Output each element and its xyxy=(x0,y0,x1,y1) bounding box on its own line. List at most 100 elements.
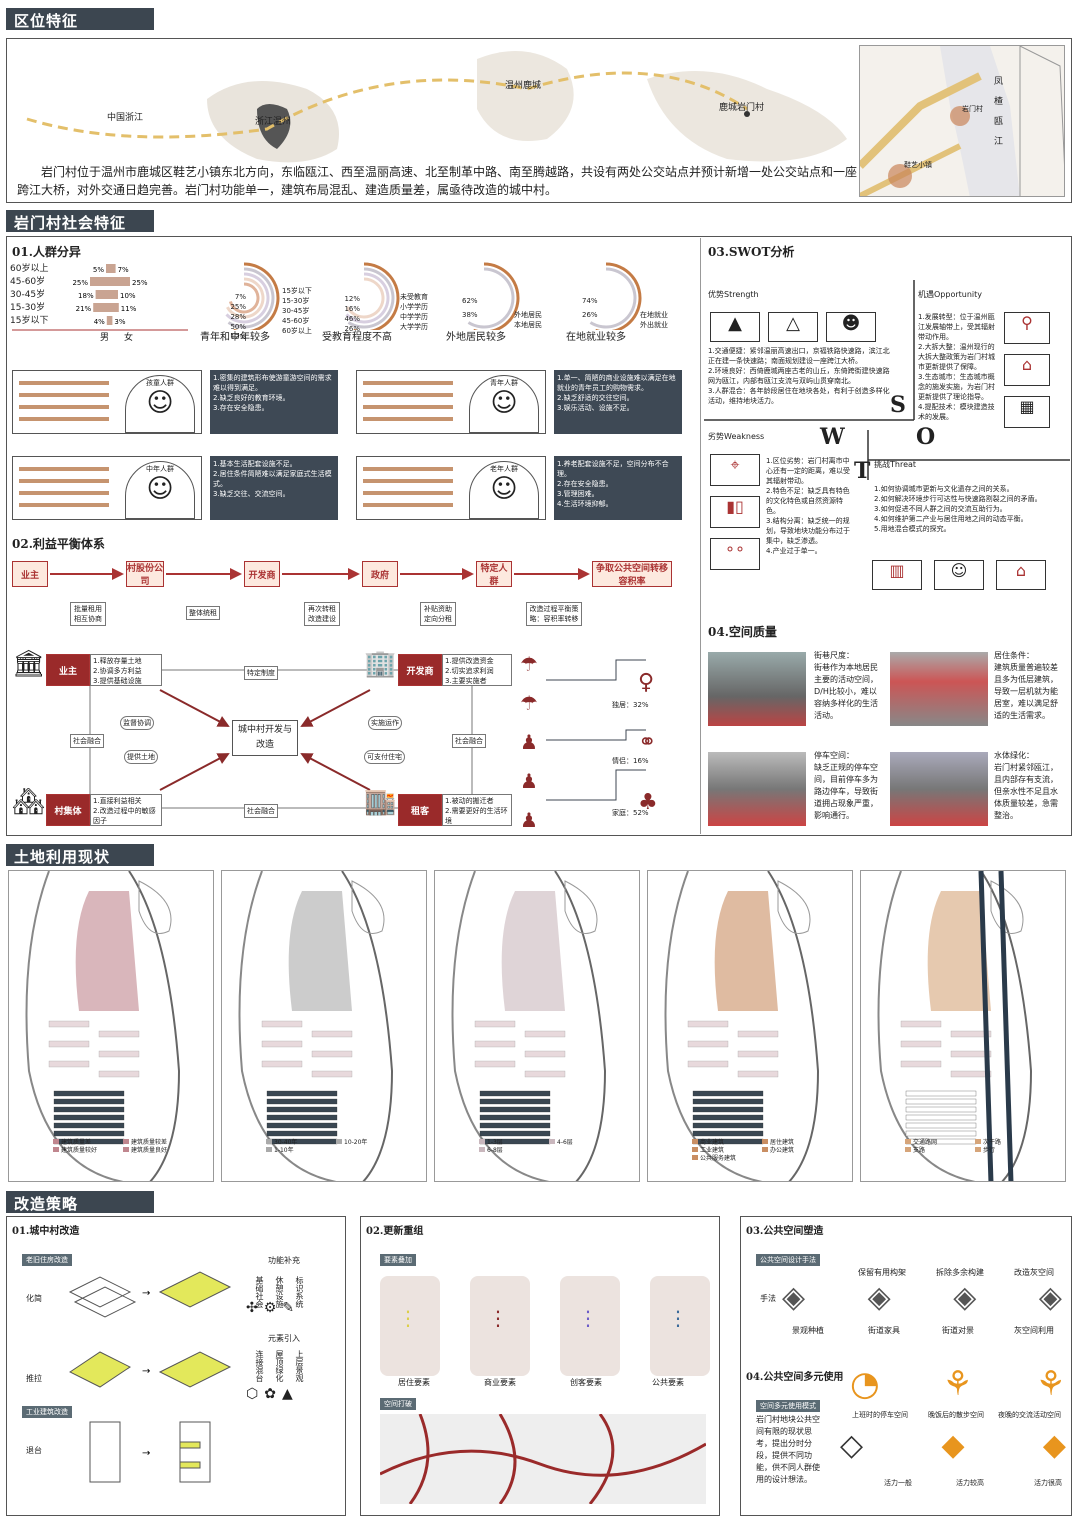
multi-use-text: 岩门村地块公共空间有限的现状思考，提出分时分段，提供不同功能，供不同人群使用的设… xyxy=(756,1415,820,1484)
place-label: 鹿城岩门村 xyxy=(719,103,765,113)
pyramid-bar-female xyxy=(110,290,118,299)
activity-icons: ◇◆◆ xyxy=(840,1428,1066,1463)
age-label: 60岁以上 xyxy=(10,264,49,274)
elem-item: 连接混台 xyxy=(255,1350,264,1382)
pyramid-bar-male xyxy=(93,303,110,312)
swot-threat-head: 挑战Threat xyxy=(874,460,917,469)
donut-chart xyxy=(345,262,400,330)
activity-level: 活力很高 xyxy=(1034,1479,1062,1487)
swot-letter-s: S xyxy=(890,392,906,418)
pyramid-bar-female xyxy=(110,303,119,312)
func-item: 基础社会 xyxy=(255,1276,264,1308)
group-text: 1.单一、简陋的商业设施难以满足在地就业的青年员工的购物需求。2.缺乏舒适的交往… xyxy=(554,370,682,434)
space-item: 居住条件：建筑质量普遍较差且多为低层建筑，导致一层机就为能居室，难以满足舒适的生… xyxy=(994,651,1058,720)
swot-letter-w: W xyxy=(820,424,845,450)
strategy-p1-title: 01.城中村改造 xyxy=(12,1226,80,1237)
pyramid-label: 18% xyxy=(78,292,94,300)
map-icon: ▲ xyxy=(710,312,760,342)
pyramid-label: 4% xyxy=(94,318,105,326)
landuse-map: 建筑质量差建筑质量较差建筑质量较好建筑质量良好 xyxy=(8,870,214,1182)
house-icon: 🏘 xyxy=(12,787,46,817)
landuse-map: 商业建筑居住建筑工业建筑办公建筑公共服务建筑 xyxy=(647,870,853,1182)
group-avatar: 老年人群☺ xyxy=(469,461,539,519)
couple-icons: ♀⚭♣ xyxy=(638,669,658,815)
usage-top: 晚饭后的散步空间 xyxy=(928,1411,984,1419)
site-map: 岩门村 鞋艺小镇 凤 楂 瓯 江 xyxy=(859,45,1065,197)
interest-note: 再次转租改造建设 xyxy=(304,602,340,626)
element-icons: ⬡✿▲ xyxy=(246,1386,299,1402)
population-title: 01.人群分异 xyxy=(12,245,81,259)
threat-icons: ▥ ☺ ⌂ xyxy=(872,560,1062,590)
space-item: 街巷尺度：街巷作为本地居民主要的活动空间，D/H比较小，难以容纳多样化的生活活动… xyxy=(814,651,878,720)
pyramid-label: 25% xyxy=(72,279,88,287)
donut-pct: 74%26% xyxy=(582,297,598,319)
pyramid-label: 21% xyxy=(76,305,92,313)
donut-chart xyxy=(589,262,642,330)
element-label: 公共要素 xyxy=(652,1378,684,1387)
strategy-p3-title: 03.公共空间塑造 xyxy=(746,1226,824,1237)
social-panel xyxy=(6,236,1072,836)
apartment-icon: 🏬 xyxy=(364,787,397,817)
pyramid-label: 5% xyxy=(93,266,104,274)
age-label: 15岁以下 xyxy=(10,316,49,326)
link-label: 社会融合 xyxy=(244,804,278,818)
map-label: 楂 xyxy=(994,97,1004,107)
row-label: 退台 xyxy=(26,1446,42,1455)
stat: 家庭：52% xyxy=(612,809,649,817)
map-legend: 建筑质量差建筑质量较差建筑质量较好建筑质量良好 xyxy=(53,1139,203,1155)
row-label: 推拉 xyxy=(26,1374,42,1383)
group-avatar: 孩童人群☺ xyxy=(125,375,195,433)
interest-arrows xyxy=(50,568,590,580)
pyramid-bar-female xyxy=(110,264,116,273)
elem-label: 元素引入 xyxy=(268,1334,300,1343)
people-icons: ☂☂♟♟♟ xyxy=(520,652,538,832)
pyramid-label: 10% xyxy=(120,292,136,300)
location-panel: 中国浙江 浙江温州 温州鹿城 鹿城岩门村 岩门村位于温州市鹿城区鞋艺小镇东北方向… xyxy=(6,38,1072,203)
node-public-space: 争取公共空间转移容积率 xyxy=(592,561,672,587)
activity-level: 活力较高 xyxy=(956,1479,984,1487)
photo-parking xyxy=(708,752,806,826)
pyramid-bar-male xyxy=(95,290,110,299)
donut-caption: 外地居民较多 xyxy=(446,332,506,343)
strategy-p2-title: 02.更新重组 xyxy=(366,1226,424,1237)
photo-street xyxy=(708,652,806,726)
landuse-map: 交通路网次干路支路步行 xyxy=(860,870,1066,1182)
location-route-map xyxy=(26,51,847,163)
svg-text:→: → xyxy=(142,1288,150,1299)
strength-icons: ▲ △ ☻ xyxy=(710,312,880,342)
strategy-p4-title: 04.公共空间多元使用 xyxy=(746,1372,844,1383)
section-title-landuse: 土地利用现状 xyxy=(6,844,154,866)
link-label: 监督协调 xyxy=(120,716,154,730)
link-label: 社会融合 xyxy=(70,734,104,748)
method-icons: ◈◈◈◈ xyxy=(782,1280,1062,1315)
method-bottom: 灰空间利用 xyxy=(1014,1326,1054,1335)
link-label: 提供土地 xyxy=(124,750,158,764)
photo-housing xyxy=(890,652,988,726)
map-label: 凤 xyxy=(994,77,1004,87)
elem-item: 屋顶绿化 xyxy=(275,1350,284,1382)
swot-letter-t: T xyxy=(854,458,871,484)
age-label: 30-45岁 xyxy=(10,290,46,300)
group-card: 老年人群☺ xyxy=(356,456,546,520)
space-item: 水体绿化：岩门村紧邻瓯江，且内部存有支流，但亲水性不足且水体质量较差，急需整治。 xyxy=(994,751,1058,820)
method-bottom: 街道家具 xyxy=(868,1326,900,1335)
group-icon: ☺ xyxy=(934,560,984,590)
map-label: 岩门村 xyxy=(962,105,983,113)
donut-chart xyxy=(467,262,520,330)
axis-male: 男 xyxy=(100,333,110,343)
donut-pct: 62%38% xyxy=(462,297,478,319)
swot-grid xyxy=(704,280,1070,480)
tag-overlay: 要素叠加 xyxy=(380,1254,416,1266)
group-text: 1.密集的建筑形布使游童游空间的需求难以得到满足。2.缺乏良好的教育环境。3.存… xyxy=(210,370,338,434)
space-title: 04.空间质量 xyxy=(708,625,777,639)
pyramid-label: 25% xyxy=(132,279,148,287)
section-title-strategy: 改造策略 xyxy=(6,1191,154,1213)
element-label: 商业要素 xyxy=(484,1378,516,1387)
swot-letter-o: O xyxy=(916,424,936,450)
